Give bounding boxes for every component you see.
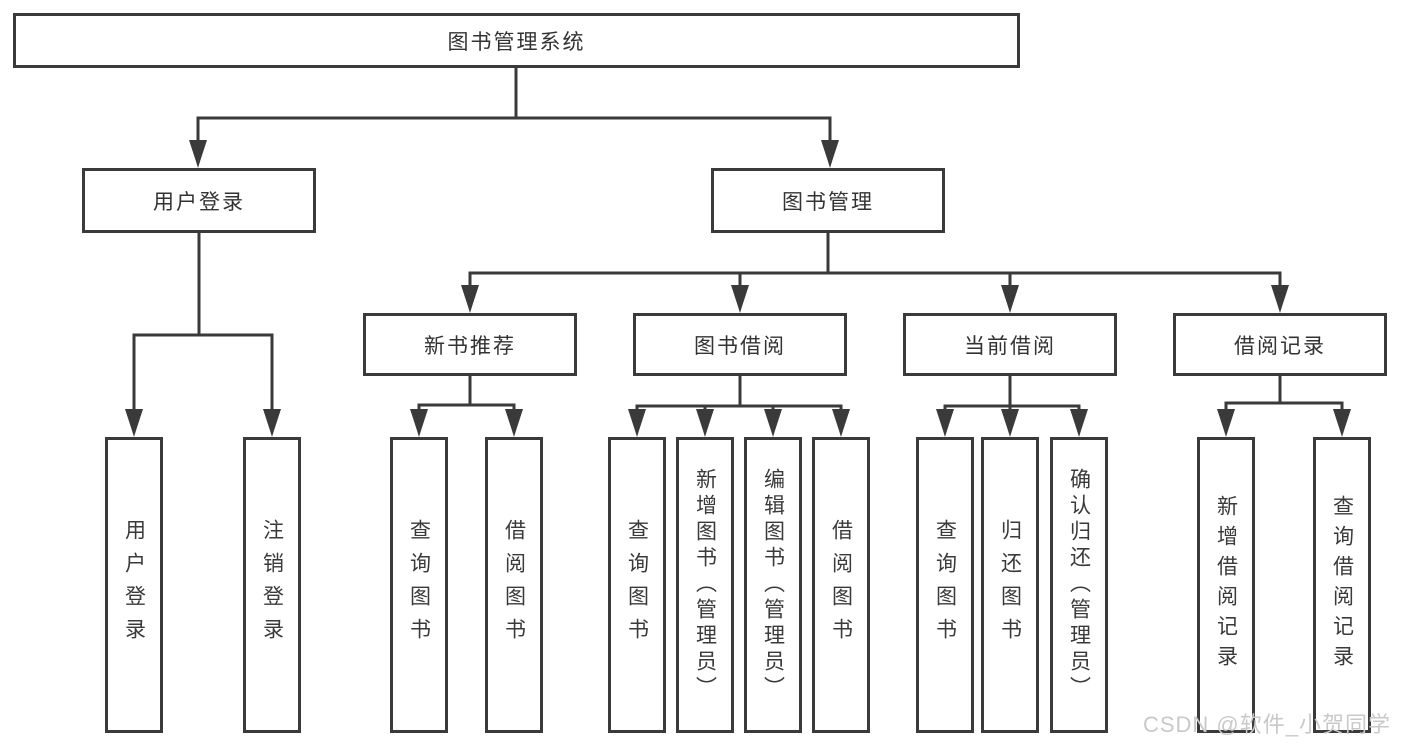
- leaf-borrowing-query-books: 查询图书: [608, 437, 666, 733]
- leaf-edit-books-admin-label: 编辑图书（管理员）: [761, 468, 785, 702]
- leaf-borrowing-borrow-books-label: 借阅图书: [829, 519, 853, 651]
- leaf-return-books-label: 归还图书: [998, 519, 1022, 651]
- leaf-edit-books-admin: 编辑图书（管理员）: [744, 437, 802, 733]
- arrow-down-icon: [1217, 409, 1235, 437]
- arrow-down-icon: [1333, 409, 1351, 437]
- connector-current-children: [936, 376, 1088, 437]
- connector-root-branches: [189, 68, 839, 168]
- leaf-borrowing-borrow-books: 借阅图书: [812, 437, 870, 733]
- connector-records-children: [1217, 376, 1351, 437]
- node-new-book-recommend: 新书推荐: [363, 313, 577, 376]
- connector-borrowing-children: [628, 376, 850, 437]
- leaf-logout: 注销登录: [243, 437, 301, 733]
- node-book-management: 图书管理: [711, 168, 945, 233]
- connector-login-children: [125, 233, 281, 437]
- leaf-add-borrow-record: 新增借阅记录: [1197, 437, 1255, 733]
- leaf-user-login: 用户登录: [105, 437, 163, 733]
- arrow-down-icon: [1070, 409, 1088, 437]
- node-book-borrowing-label: 图书借阅: [694, 334, 786, 358]
- leaf-query-borrow-record: 查询借阅记录: [1313, 437, 1371, 733]
- connector-recommend-children: [410, 376, 523, 437]
- arrow-down-icon: [832, 409, 850, 437]
- leaf-borrowing-query-books-label: 查询图书: [625, 519, 649, 651]
- leaf-recommend-borrow-books-label: 借阅图书: [502, 519, 526, 651]
- arrow-down-icon: [263, 409, 281, 437]
- leaf-recommend-query-books: 查询图书: [390, 437, 448, 733]
- node-library-system: 图书管理系统: [13, 13, 1020, 68]
- arrow-down-icon: [731, 285, 749, 313]
- node-current-borrowing-label: 当前借阅: [964, 334, 1056, 358]
- node-book-management-label: 图书管理: [782, 190, 874, 214]
- arrow-down-icon: [696, 409, 714, 437]
- leaf-query-borrow-record-label: 查询借阅记录: [1330, 495, 1354, 675]
- node-borrowing-records: 借阅记录: [1173, 313, 1387, 376]
- watermark: CSDN @软件_小贺同学: [1142, 712, 1391, 737]
- arrow-down-icon: [1001, 285, 1019, 313]
- leaf-recommend-borrow-books: 借阅图书: [485, 437, 543, 733]
- node-user-login-label: 用户登录: [153, 190, 245, 214]
- arrow-down-icon: [1001, 409, 1019, 437]
- arrow-down-icon: [764, 409, 782, 437]
- arrow-down-icon: [125, 409, 143, 437]
- leaf-current-query-books: 查询图书: [916, 437, 974, 733]
- leaf-confirm-return-admin-label: 确认归还（管理员）: [1067, 468, 1091, 702]
- leaf-current-query-books-label: 查询图书: [933, 519, 957, 651]
- arrow-down-icon: [821, 140, 839, 168]
- leaf-add-borrow-record-label: 新增借阅记录: [1214, 495, 1238, 675]
- node-current-borrowing: 当前借阅: [903, 313, 1117, 376]
- node-new-book-recommend-label: 新书推荐: [424, 334, 516, 358]
- node-book-borrowing: 图书借阅: [633, 313, 847, 376]
- leaf-recommend-query-books-label: 查询图书: [407, 519, 431, 651]
- node-library-system-label: 图书管理系统: [447, 30, 586, 54]
- arrow-down-icon: [410, 409, 428, 437]
- arrow-down-icon: [505, 409, 523, 437]
- leaf-add-books-admin: 新增图书（管理员）: [676, 437, 734, 733]
- leaf-return-books: 归还图书: [981, 437, 1039, 733]
- leaf-confirm-return-admin: 确认归还（管理员）: [1050, 437, 1108, 733]
- arrow-down-icon: [1271, 285, 1289, 313]
- leaf-user-login-label: 用户登录: [122, 519, 146, 651]
- arrow-down-icon: [461, 285, 479, 313]
- node-borrowing-records-label: 借阅记录: [1234, 334, 1326, 358]
- node-user-login: 用户登录: [82, 168, 316, 233]
- leaf-add-books-admin-label: 新增图书（管理员）: [693, 468, 717, 702]
- arrow-down-icon: [189, 140, 207, 168]
- connector-mgmt-groups: [461, 233, 1289, 313]
- arrow-down-icon: [936, 409, 954, 437]
- arrow-down-icon: [628, 409, 646, 437]
- leaf-logout-label: 注销登录: [260, 519, 284, 651]
